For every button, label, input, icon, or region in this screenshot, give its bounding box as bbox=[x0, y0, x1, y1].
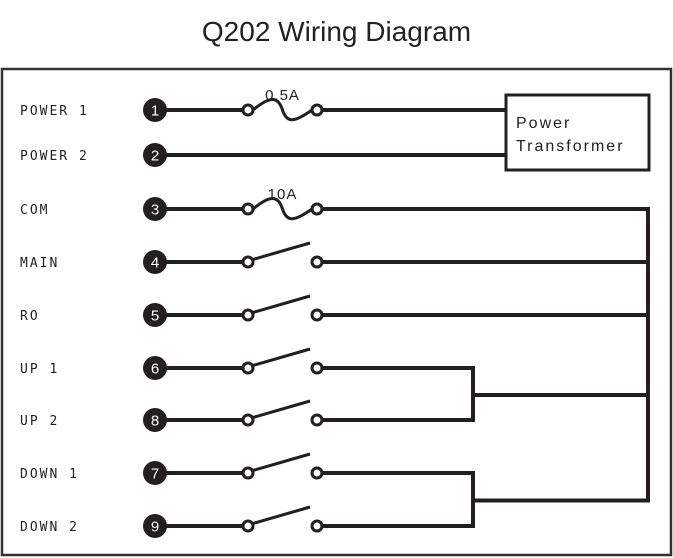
terminal-row-4: MAIN 4 bbox=[20, 241, 648, 274]
fuse-contact bbox=[241, 202, 255, 216]
terminal-label: DOWN 2 bbox=[20, 520, 79, 535]
terminal-number: 3 bbox=[151, 202, 159, 219]
terminal-badge bbox=[143, 514, 167, 538]
terminal-badge bbox=[143, 143, 167, 167]
terminal-badge bbox=[143, 303, 167, 327]
switch-lever-icon bbox=[250, 347, 311, 368]
terminal-badge bbox=[143, 356, 167, 380]
terminal-row-3: COM 3 10A bbox=[20, 186, 648, 221]
terminal-number: 8 bbox=[151, 413, 159, 430]
terminal-label: COM bbox=[20, 203, 49, 218]
terminal-badge bbox=[143, 461, 167, 485]
terminal-badge bbox=[143, 98, 167, 122]
diagram-title: Q202 Wiring Diagram bbox=[201, 16, 472, 47]
switch-lever-icon bbox=[250, 452, 311, 473]
terminal-label: UP 1 bbox=[20, 362, 59, 377]
fuse-rating: 10A bbox=[268, 186, 298, 203]
switch-contact bbox=[310, 255, 324, 269]
terminal-number: 5 bbox=[151, 308, 159, 325]
terminal-badge bbox=[143, 250, 167, 274]
switch-contact bbox=[310, 519, 324, 533]
switch-contact bbox=[241, 466, 255, 480]
switch-contact bbox=[241, 519, 255, 533]
switch-contact bbox=[310, 308, 324, 322]
switch-contact bbox=[310, 466, 324, 480]
terminal-row-2: POWER 2 2 bbox=[20, 143, 505, 167]
terminal-number: 2 bbox=[151, 148, 159, 165]
terminal-number: 1 bbox=[151, 103, 159, 120]
transformer-label-line2: Transformer bbox=[516, 138, 625, 155]
terminal-label: UP 2 bbox=[20, 414, 59, 429]
fuse-rating: 0.5A bbox=[265, 87, 300, 104]
fuse-icon bbox=[252, 197, 313, 221]
terminal-label: RO bbox=[20, 309, 40, 324]
terminal-badge bbox=[143, 408, 167, 432]
terminal-row-8: UP 2 8 bbox=[20, 399, 473, 432]
switch-contact bbox=[241, 308, 255, 322]
terminal-number: 9 bbox=[151, 519, 159, 536]
switch-contact bbox=[241, 255, 255, 269]
fuse-icon bbox=[252, 98, 313, 122]
fuse-contact bbox=[310, 103, 324, 117]
terminal-label: MAIN bbox=[20, 256, 59, 271]
terminal-number: 4 bbox=[151, 255, 159, 272]
transformer-label-line1: Power bbox=[516, 115, 571, 132]
switch-lever-icon bbox=[250, 399, 311, 420]
transformer-box bbox=[504, 93, 651, 172]
terminal-label: DOWN 1 bbox=[20, 467, 79, 482]
switch-contact bbox=[241, 413, 255, 427]
switch-lever-icon bbox=[250, 241, 311, 262]
switch-lever-icon bbox=[250, 505, 311, 526]
fuse-contact bbox=[241, 103, 255, 117]
switch-contact bbox=[310, 413, 324, 427]
terminal-label: POWER 1 bbox=[20, 104, 89, 119]
switch-contact bbox=[310, 361, 324, 375]
terminal-row-5: RO 5 bbox=[20, 294, 648, 327]
terminal-row-6: UP 1 6 bbox=[20, 347, 473, 380]
switch-lever-icon bbox=[250, 294, 311, 315]
terminal-number: 7 bbox=[151, 466, 159, 483]
terminal-row-1: POWER 1 1 0.5A bbox=[20, 87, 505, 122]
terminal-number: 6 bbox=[151, 361, 159, 378]
terminal-label: POWER 2 bbox=[20, 149, 89, 164]
terminal-row-7: DOWN 1 7 bbox=[20, 452, 473, 485]
diagram-frame bbox=[0, 67, 673, 557]
terminal-row-9: DOWN 2 9 bbox=[20, 505, 473, 538]
terminal-badge bbox=[143, 197, 167, 221]
switch-contact bbox=[241, 361, 255, 375]
fuse-contact bbox=[310, 202, 324, 216]
